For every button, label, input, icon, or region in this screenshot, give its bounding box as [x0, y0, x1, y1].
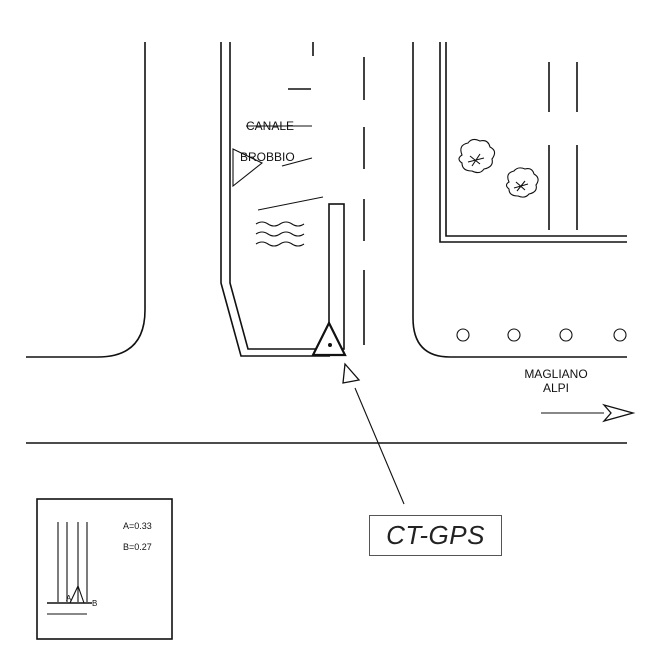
tree-symbol-2 — [505, 167, 539, 198]
inset-param-b: B=0.27 — [123, 542, 152, 552]
inset-marker-b: B — [92, 599, 97, 608]
inset-param-a: A=0.33 — [123, 521, 152, 531]
canal-bank-diagonal — [257, 196, 324, 211]
canal-leader-2 — [281, 157, 313, 167]
canal-embankment-outer — [220, 42, 330, 357]
right-block-outer — [439, 42, 627, 243]
inset-marker-a: A — [66, 594, 72, 603]
station-dot — [328, 343, 332, 347]
pole-circle-1 — [456, 328, 470, 342]
direction-arrow-icon — [602, 403, 636, 423]
inset-peak — [69, 584, 85, 604]
canal-name-line2: BROBBIO — [240, 150, 295, 164]
pole-circle-4 — [613, 328, 627, 342]
leader-arrowhead-icon — [342, 362, 361, 384]
destination-line2: ALPI — [543, 381, 569, 395]
right-road-edge — [412, 42, 627, 358]
station-label: CT-GPS — [386, 520, 485, 550]
inset-detail: A B A=0.33 B=0.27 — [36, 498, 173, 640]
pole-circle-2 — [507, 328, 521, 342]
leader-line — [354, 387, 405, 505]
canal-name-line1: CANALE — [246, 119, 294, 133]
pole-circle-3 — [559, 328, 573, 342]
station-label-box: CT-GPS — [369, 515, 502, 556]
water-symbol-2 — [255, 231, 305, 237]
water-symbol-1 — [255, 221, 305, 227]
canal-embankment-inner — [229, 42, 330, 350]
left-block-outline — [26, 42, 146, 358]
right-block-inner — [445, 42, 627, 237]
tree-symbol-1 — [458, 138, 496, 174]
inset-frame — [36, 498, 173, 640]
canal-bank-notch — [232, 148, 264, 188]
station-triangle-icon — [311, 320, 347, 357]
destination-line1: MAGLIANO — [524, 367, 587, 381]
water-symbol-3 — [255, 241, 305, 247]
